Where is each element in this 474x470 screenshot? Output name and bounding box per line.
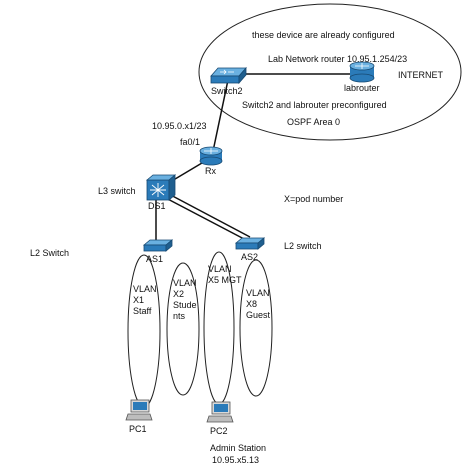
rx-interface-label: fa0/1 [180,137,201,147]
pc2-label: PC2 [210,426,228,436]
vlan-x8-ellipse [239,259,273,397]
pc2-icon[interactable] [206,401,234,423]
rx-ip-label: 10.95.0.x1/23 [152,121,207,131]
as2-label: AS2 [241,252,259,262]
pod-number-note: X=pod number [284,194,344,204]
admin-station-ip: 10.95.x5.13 [212,455,260,465]
link-ds1-as2-a [161,195,247,241]
pc1-icon[interactable] [125,399,153,421]
rx-router-icon[interactable] [199,146,223,166]
link-ds1-as2-b [164,191,251,238]
vlan-x2-ellipse [166,262,200,396]
link-rx-switch2 [211,79,229,157]
ospf-area-label: OSPF Area 0 [287,117,341,127]
l2-switch-left-label: L2 Switch [30,248,70,258]
switch2-icon[interactable] [210,66,247,85]
preconfigured-note: Switch2 and labrouter preconfigured [242,100,387,110]
router-label: Lab Network router 10.95.1.254/23 [268,54,408,64]
l3-switch-label: L3 switch [98,186,136,196]
as1-label: AS1 [146,254,164,264]
as2-switch-icon[interactable] [234,237,266,250]
as1-switch-icon[interactable] [142,239,174,252]
labrouter-label: labrouter [344,83,380,93]
ds1-l3-switch-icon[interactable] [145,174,177,201]
labrouter-icon[interactable] [349,61,375,83]
lab-network-cloud [198,3,462,141]
ds1-label: DS1 [148,201,166,211]
internet-label: INTERNET [398,70,443,80]
l2-switch-right-label: L2 switch [284,241,322,251]
vlan-x1-ellipse [127,254,161,408]
switch2-label: Switch2 [211,86,243,96]
cloud-note: these device are already configured [252,30,395,40]
rx-name-label: Rx [205,166,216,176]
admin-station-label: Admin Station [210,443,267,453]
pc1-label: PC1 [129,424,147,434]
